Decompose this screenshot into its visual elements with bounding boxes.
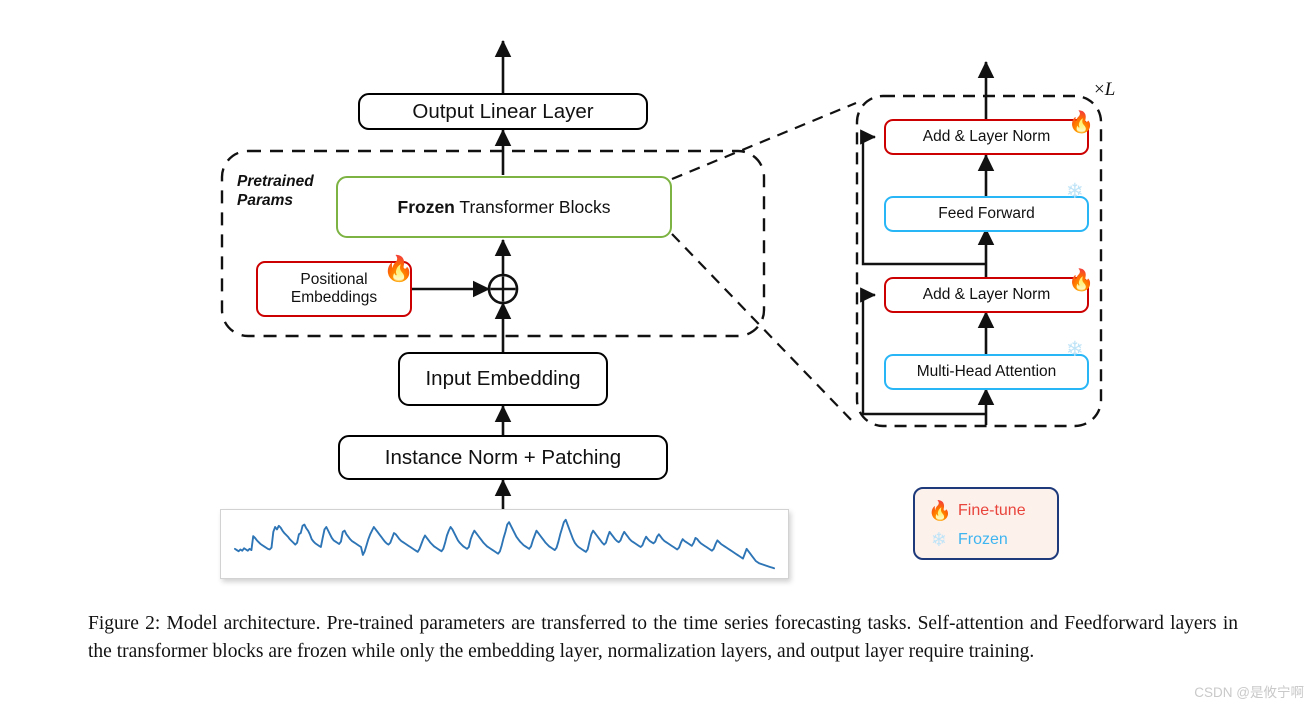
plus-circle-icon [487,273,519,305]
positional-embeddings-label: Positional Embeddings [291,271,377,307]
input-embedding-label: Input Embedding [425,367,581,391]
output-linear-layer-box[interactable]: Output Linear Layer [358,93,648,130]
input-time-series-plot [234,518,775,570]
frozen-keyword: Frozen [397,196,455,217]
legend-fine-tune-label: Fine-tune [958,501,1026,519]
legend-box: 🔥 Fine-tune ❄ Frozen [913,487,1059,560]
instance-norm-patching-label: Instance Norm + Patching [384,445,622,469]
time-series-line [234,518,775,570]
transformer-blocks-rest: Transformer Blocks [454,196,611,217]
repeat-prefix: × [1094,79,1105,100]
positional-embeddings-line2: Embeddings [290,289,378,306]
frozen-transformer-blocks-label: Frozen Transformer Blocks [398,197,611,217]
callout-line-top [671,101,857,181]
instance-norm-patching-box[interactable]: Instance Norm + Patching [338,435,668,480]
add-layer-norm-bottom-label: Add & Layer Norm [922,286,1051,304]
fire-icon-legend: 🔥 [928,500,952,522]
input-time-series-card [220,509,789,579]
fire-icon-add-norm-top: 🔥 [1068,110,1095,134]
snowflake-icon-legend: ❄ [931,528,947,551]
legend-item-fine-tune: 🔥 Fine-tune [928,496,1057,525]
feed-forward-box[interactable]: Feed Forward [884,196,1089,232]
legend-item-frozen: ❄ Frozen [928,525,1057,554]
feed-forward-label: Feed Forward [938,205,1035,223]
watermark-label: CSDN @是攸宁啊 [1194,685,1304,700]
multi-head-attention-label: Multi-Head Attention [916,363,1057,381]
frozen-transformer-blocks-box[interactable]: Frozen Transformer Blocks [336,176,672,238]
figure-caption: Figure 2: Model architecture. Pre-traine… [88,613,1238,662]
pretrained-params-label: Pretrained Params [237,172,347,211]
multi-head-attention-box[interactable]: Multi-Head Attention [884,354,1089,390]
positional-embeddings-box[interactable]: Positional Embeddings [256,261,412,317]
pretrained-params-line2: Params [237,192,294,210]
pretrained-params-line1: Pretrained [237,173,314,190]
legend-frozen-label: Frozen [958,530,1008,548]
add-layer-norm-bottom-box[interactable]: Add & Layer Norm [884,277,1089,313]
fire-icon-positional-embeddings: 🔥 [383,254,415,283]
repeat-count-label: ×L [1094,79,1115,101]
add-layer-norm-top-label: Add & Layer Norm [922,128,1051,146]
positional-embeddings-line1: Positional [300,271,368,289]
repeat-variable: L [1104,79,1116,100]
snowflake-icon-feed-forward: ❄ [1066,179,1084,203]
snowflake-icon-multi-head-attention: ❄ [1066,337,1084,361]
output-linear-layer-label: Output Linear Layer [412,99,594,123]
callout-line-bottom [671,233,857,426]
fire-icon-add-norm-bottom: 🔥 [1068,268,1095,292]
add-layer-norm-top-box[interactable]: Add & Layer Norm [884,119,1089,155]
input-embedding-box[interactable]: Input Embedding [398,352,608,406]
